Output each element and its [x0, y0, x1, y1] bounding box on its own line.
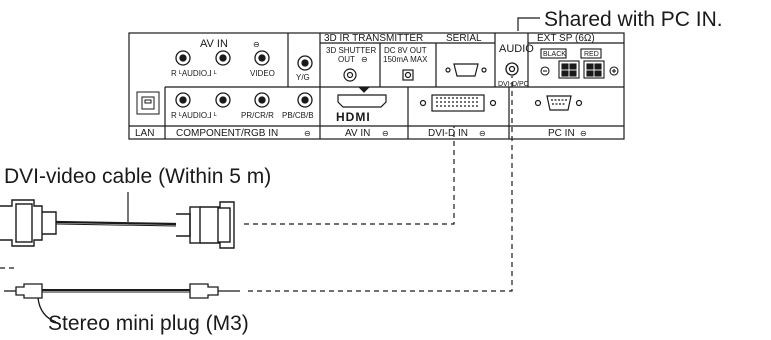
y-g-label: Y/G [296, 73, 310, 82]
rca-jack-icons-top [175, 50, 313, 71]
serial-port-icon [445, 63, 487, 77]
dashed-connectors [0, 76, 513, 292]
ext-sp-label: EXT SP (6Ω) [537, 33, 595, 44]
audio-label: R ᴸAUDIO⅃ ᴸ [171, 69, 217, 78]
red-label: RED [584, 51, 599, 58]
dvi-d-port-icon [419, 94, 497, 112]
dc-label-2: 150mA MAX [383, 55, 428, 64]
video-label: VIDEO [250, 69, 275, 78]
component-in-icon: ⊖ [304, 129, 311, 138]
rca-jack-icons-bottom [175, 92, 313, 108]
audio-jack-icon [505, 62, 519, 76]
stereo-mini-plug-cable [4, 283, 240, 323]
shutter-label-2: OUT [338, 55, 355, 64]
dvi-cable [0, 192, 235, 249]
mini-plug-label: Stereo mini plug (M3) [48, 312, 249, 335]
dc-label-1: DC 8V OUT [384, 46, 427, 55]
hdmi-port-icon [337, 87, 387, 108]
pc-in-port-icon [534, 95, 583, 111]
shared-callout: Shared with PC IN. [517, 8, 723, 31]
shutter-jack-icon [343, 68, 357, 82]
dvid-label: DVI-D IN [428, 128, 468, 139]
tx-label: 3D IR TRANSMITTER [324, 33, 423, 44]
shared-text: Shared with PC IN. [544, 8, 723, 31]
av-in-icon: ⊖ [253, 40, 260, 49]
serial-label: SERIAL [446, 33, 482, 44]
terminal-panel [128, 32, 625, 140]
lan-port-icon [136, 91, 160, 115]
shutter-out-icon: ⊖ [361, 55, 368, 64]
speaker-terminal-icons [540, 48, 619, 79]
panel-labels: AV IN ⊖ R ᴸAUDIO⅃ ᴸ VIDEO Y/G R ᴸAUDIO⅃ … [135, 33, 599, 139]
av-in-label: AV IN [200, 38, 228, 50]
pr-label: PR/CR/R [241, 111, 274, 120]
pb-label: PB/CB/B [282, 111, 314, 120]
shutter-label-1: 3D SHUTTER [326, 46, 376, 55]
dvid-in-icon: ⊖ [479, 129, 486, 138]
dvi-cable-label: DVI-video cable (Within 5 m) [4, 165, 271, 188]
dvipc-label: DVI-D/PC [498, 81, 529, 88]
audio-label-2: R ᴸAUDIO⅃ ᴸ [171, 111, 217, 120]
component-label: COMPONENT/RGB IN [176, 128, 278, 139]
av-in-label-2: AV IN [345, 128, 370, 139]
black-label: BLACK [543, 51, 566, 58]
pc-in-label: PC IN [548, 128, 575, 139]
audio-top-label: AUDIO [499, 43, 534, 55]
lan-label: LAN [135, 128, 154, 139]
dc-out-jack-icon [402, 69, 414, 81]
pc-in-icon: ⊖ [580, 129, 587, 138]
av-in-2-icon: ⊖ [382, 129, 389, 138]
hdmi-logo: HDMI [336, 110, 371, 124]
